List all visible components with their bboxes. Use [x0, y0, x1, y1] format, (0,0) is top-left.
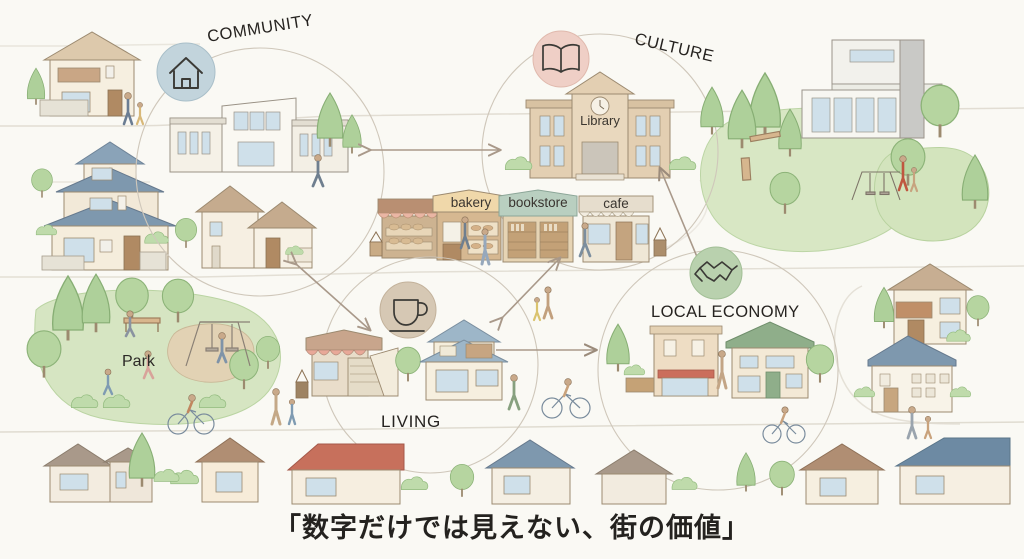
arrow-community-living — [296, 264, 370, 330]
connection-arrows — [296, 150, 560, 330]
person — [311, 154, 325, 188]
arrow-economy-culture — [660, 168, 701, 265]
bottom-houses — [42, 431, 1011, 505]
node-community-icon — [156, 42, 216, 102]
person — [906, 406, 918, 440]
person — [459, 216, 471, 250]
page-caption: 「数字だけでは見えない、街の価値」 — [274, 513, 750, 543]
person — [216, 332, 228, 364]
shop-bakery — [432, 189, 506, 261]
person — [897, 155, 909, 192]
left-houses — [26, 31, 177, 271]
person — [102, 368, 114, 396]
person — [287, 398, 297, 426]
person — [135, 102, 145, 126]
community-ring — [135, 47, 385, 297]
upper-right-park — [700, 39, 990, 253]
person — [124, 310, 136, 338]
shop-bookstore — [498, 189, 578, 263]
person — [716, 350, 728, 390]
person — [542, 286, 554, 320]
node-living-icon — [379, 281, 437, 339]
person — [270, 388, 282, 426]
library-building — [504, 71, 697, 181]
person — [122, 92, 134, 126]
shop-row — [369, 189, 667, 266]
person — [142, 350, 155, 380]
right-houses — [853, 263, 990, 413]
community-buildings — [169, 91, 363, 269]
person — [923, 415, 933, 440]
node-local-economy-icon — [689, 246, 743, 300]
cyclist — [167, 394, 215, 435]
cyclist — [762, 406, 806, 444]
person — [507, 374, 521, 411]
person — [532, 297, 542, 322]
park-area — [25, 272, 297, 435]
person — [480, 228, 491, 266]
arrow-living-culture — [502, 258, 560, 318]
connection-arrows-single — [496, 168, 701, 350]
living-buildings — [295, 319, 521, 411]
label-library: Library — [580, 113, 620, 128]
cyclist — [541, 378, 591, 419]
person — [909, 167, 919, 193]
person — [578, 222, 592, 258]
shop-cafe — [578, 195, 667, 263]
node-culture-icon — [532, 30, 590, 88]
local-economy-buildings — [605, 321, 835, 444]
